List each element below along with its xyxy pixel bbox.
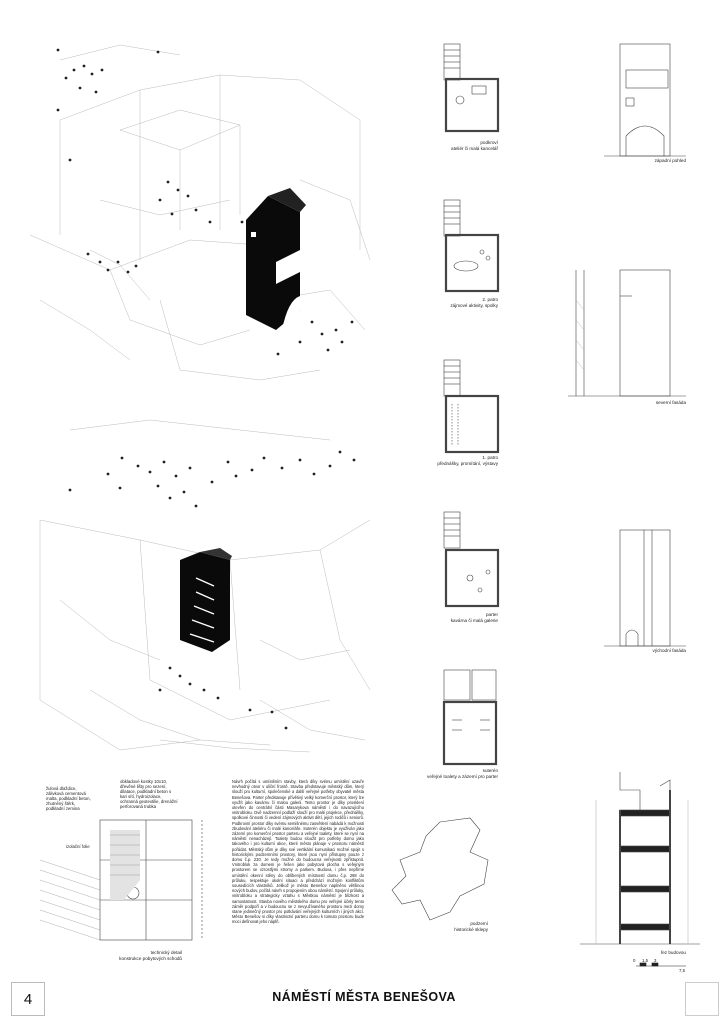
project-description: Návrh počítá s umístěním stavby, která d… — [232, 779, 364, 925]
scale-tick-0: 0 — [633, 958, 636, 963]
people-figures-1 — [56, 48, 354, 356]
plan-caption-3: 1. patro přednášky, promítání, výstavy — [410, 455, 498, 466]
detail-caption-line1: technický detail — [150, 950, 182, 955]
plan-2-use: zájmové aktivity, spolky — [450, 302, 498, 308]
elevation-caption-3: východní fasáda — [652, 648, 686, 653]
scale-tick-2: 3 — [654, 958, 657, 963]
scale-tick-end: 7,5 — [679, 968, 685, 973]
people-figures-2 — [68, 450, 356, 730]
plan-caption-4: parter kavárna či malá galerie — [410, 612, 498, 623]
detail-note-left: žulová dlaždice, zálivková cementová mal… — [46, 786, 91, 811]
elevation-caption-2: severní fasáda — [655, 400, 686, 405]
plan-3-name: 1. patro — [482, 455, 498, 460]
plan-caption-5: suterén veřejné toalety a zázemí pro par… — [400, 768, 498, 779]
plan-5-use: veřejné toalety a zázemí pro parter — [427, 773, 498, 779]
plan-caption-6: podzemí historické sklepy — [410, 921, 488, 932]
plan-3-use: přednášky, promítání, výstavy — [437, 460, 498, 466]
detail-note-wall: izolační folie — [66, 844, 90, 849]
plan-6-use: historické sklepy — [454, 926, 488, 932]
scale-tick-1: 1,5 — [642, 958, 648, 963]
page-title: NÁMĚSTÍ MĚSTA BENEŠOVA — [272, 990, 456, 1004]
corner-box — [685, 982, 719, 1016]
plan-1-use: ateliér či malá kancelář — [451, 145, 498, 151]
plan-1-name: podkroví — [480, 140, 498, 145]
plan-6-name: podzemí — [470, 921, 488, 926]
detail-note-right: obkladové kostky 10x10, dřevěné lišty pr… — [120, 779, 178, 809]
detail-caption-line2: konstrukce pobytových schodů — [119, 955, 182, 961]
plan-2-name: 2. patro — [482, 297, 498, 302]
detail-caption: technický detail konstrukce pobytových s… — [80, 950, 182, 961]
plan-caption-2: 2. patro zájmové aktivity, spolky — [420, 297, 498, 308]
scale-bar — [636, 962, 686, 967]
building-mass-2 — [180, 548, 232, 652]
plan-4-use: kavárna či malá galerie — [450, 617, 498, 623]
plan-4-name: parter — [485, 612, 498, 617]
cellar-plan-outline — [391, 817, 489, 921]
page-number: 4 — [11, 982, 45, 1016]
elevation-caption-1: západní pohled — [654, 158, 686, 163]
plan-caption-1: podkroví ateliér či malá kancelář — [420, 140, 498, 151]
plan-5-name: suterén — [482, 768, 498, 773]
building-mass-1 — [246, 188, 306, 330]
elevation-caption-4: řez budovou — [660, 950, 686, 955]
